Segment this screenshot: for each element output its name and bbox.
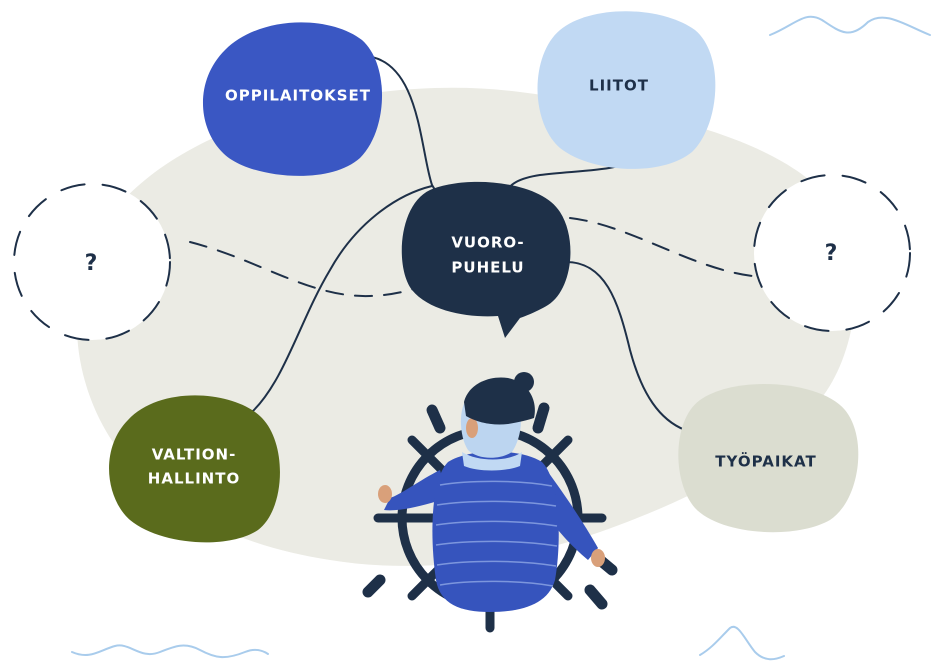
- tyopaikat-label: TYÖPAIKAT: [715, 452, 816, 471]
- wave-icon: [699, 625, 785, 661]
- node-valtionhallinto: VALTION- HALLINTO: [109, 395, 280, 543]
- center-node-vuoropuhelu: VUORO- PUHELU: [401, 181, 571, 338]
- wave-icon: [71, 644, 269, 658]
- oppilaitokset-label: OPPILAITOKSET: [225, 87, 371, 105]
- line-valtionhallinto: [251, 185, 433, 413]
- unknown-node-left: ?: [13, 183, 171, 341]
- unknown-right-label: ?: [825, 241, 838, 266]
- valtionhallinto-label-line2: HALLINTO: [148, 470, 240, 488]
- sailor-figure-icon: [378, 372, 605, 612]
- center-label-line1: VUORO-: [451, 234, 524, 252]
- valtionhallinto-label-line1: VALTION-: [152, 446, 237, 464]
- center-label-line2: PUHELU: [451, 259, 524, 277]
- node-tyopaikat: TYÖPAIKAT: [678, 383, 859, 533]
- line-tyopaikat: [565, 261, 686, 431]
- unknown-left-label: ?: [85, 251, 98, 276]
- unknown-node-right: ?: [753, 174, 911, 332]
- liitot-label: LIITOT: [589, 77, 649, 95]
- node-liitot: LIITOT: [537, 11, 716, 169]
- node-oppilaitokset: OPPILAITOKSET: [202, 22, 383, 176]
- dashed-line-right: [569, 217, 753, 277]
- dashed-connections: [189, 217, 753, 298]
- wave-icon: [769, 15, 931, 36]
